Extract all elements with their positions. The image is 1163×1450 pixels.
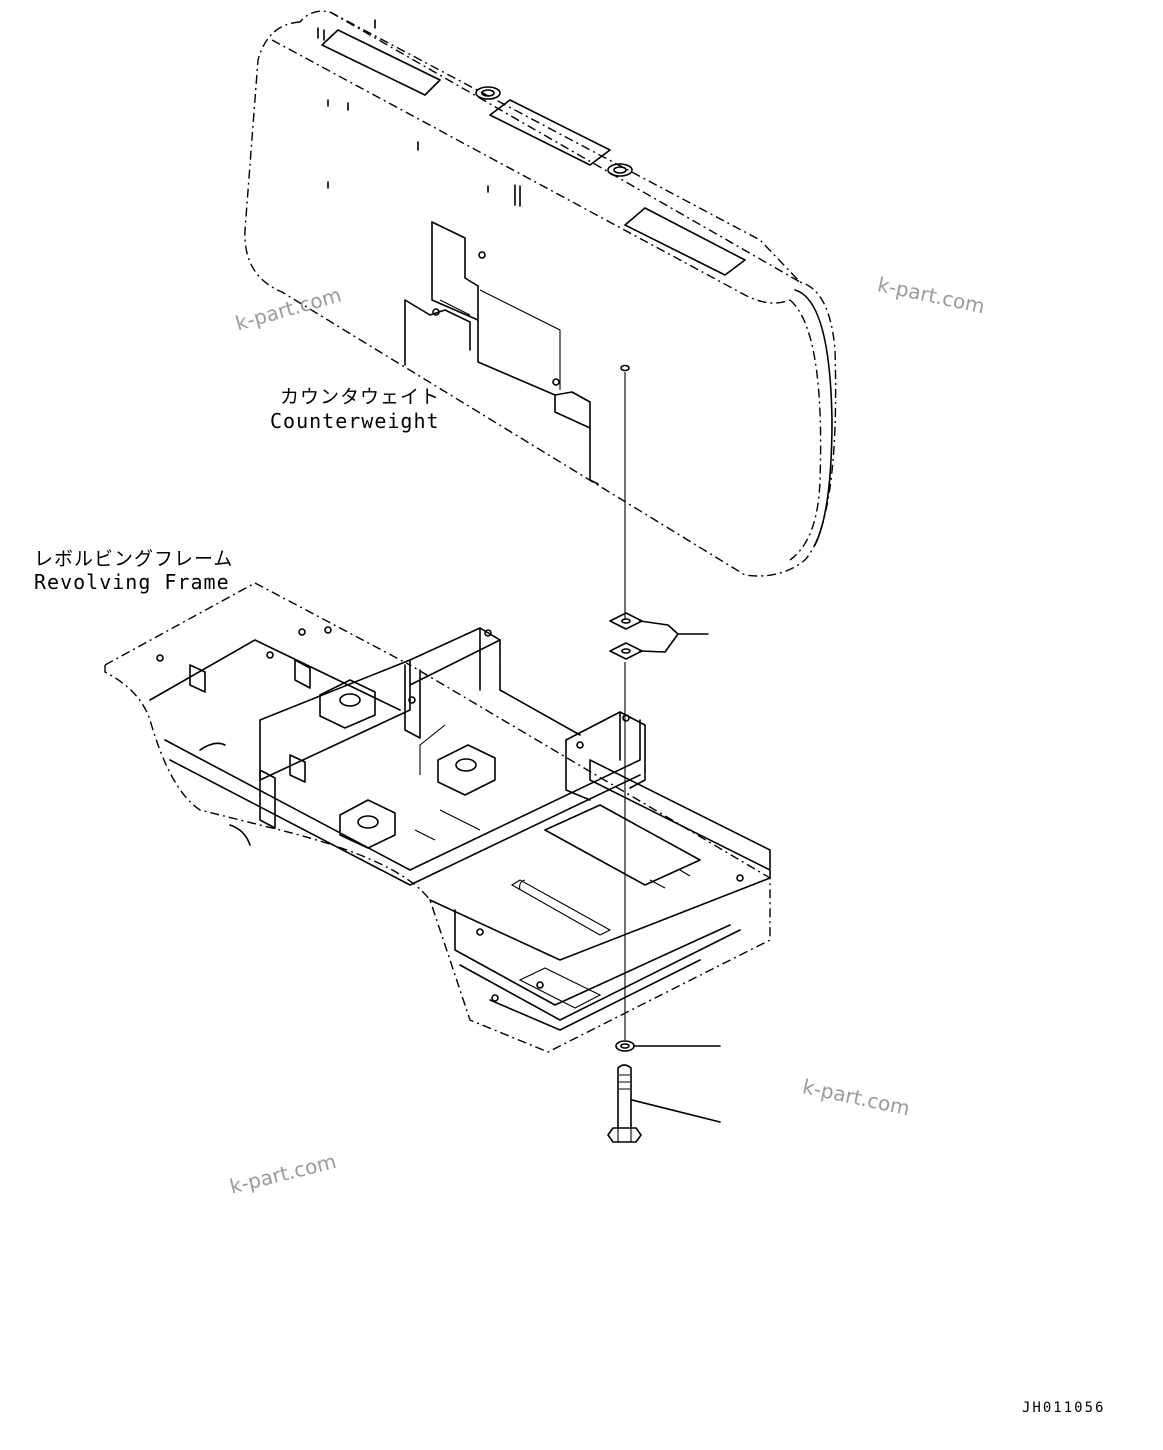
washer-leader-line [639,620,709,653]
counterweight-label-en: Counterweight [270,409,440,433]
washer-lower-icon [609,642,643,660]
bolt-icon [607,1064,642,1143]
washer-upper-icon [609,612,643,630]
counterweight-drawing [244,10,837,577]
drawing-code: JH011056 [1022,1400,1106,1416]
revolving-frame-label-jp: レボルビングフレーム [34,548,234,570]
bolt-leader-line [631,1099,721,1123]
revolving-frame-label-en: Revolving Frame [34,570,230,594]
hardened-washer-icon [615,1040,635,1052]
revolving-frame-drawing [104,582,771,1053]
counterweight-label-jp: カウンタウェイト [280,386,441,408]
